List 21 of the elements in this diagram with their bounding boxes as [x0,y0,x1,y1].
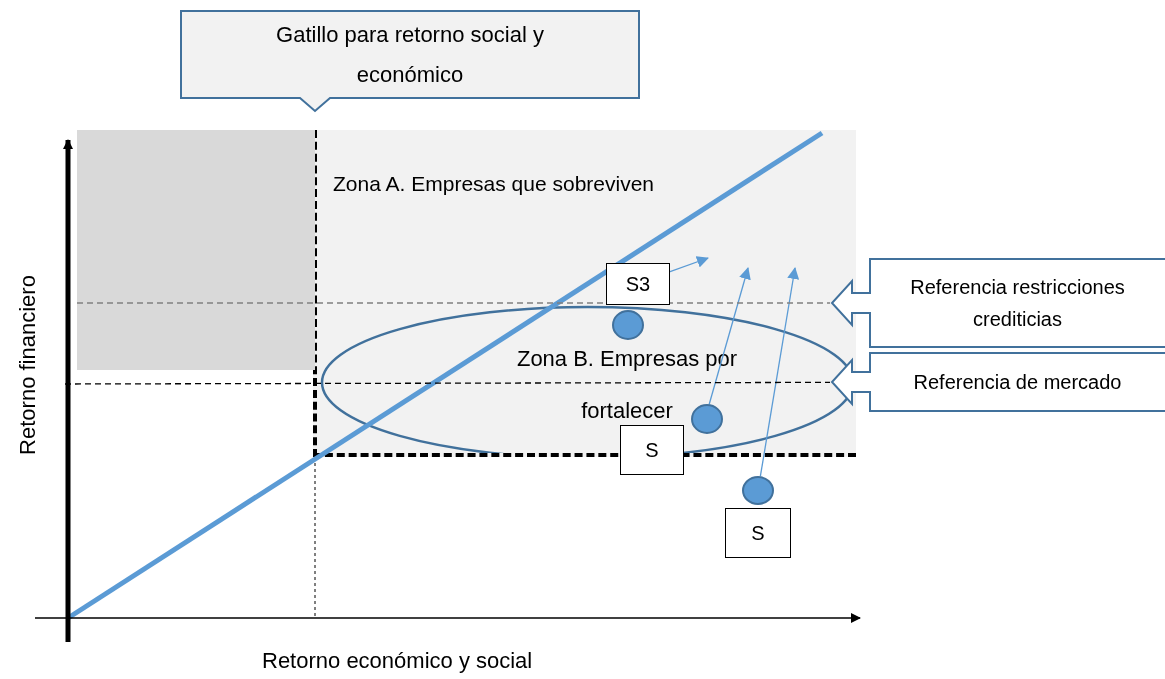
reference-label: Referencia de mercado [912,370,1123,395]
arrow [759,267,800,477]
axis-title: Retorno financiero [15,274,41,457]
dot-marker [612,310,644,340]
arrow [667,256,709,274]
axis-title: Retorno económico y social [262,648,533,674]
dot-marker [742,476,774,505]
reference-arrow-callout [830,352,1165,412]
reference-label: Referencia restricciones crediticias [909,275,1126,332]
label-box: S3 [606,263,670,305]
dot-marker [691,404,723,434]
callout-box [180,10,640,112]
zone-label: Zona B. Empresas por fortalecer [515,345,739,425]
arrow [708,267,751,406]
label-box: S [620,425,684,475]
zone-heading: Zona A. Empresas que sobreviven [333,172,654,196]
shaded-area [77,130,315,370]
reference-arrow-callout [830,258,1165,348]
zone-region [313,130,856,457]
label-box: S [725,508,791,558]
callout-text: Gatillo para retorno social y económico [275,21,545,89]
